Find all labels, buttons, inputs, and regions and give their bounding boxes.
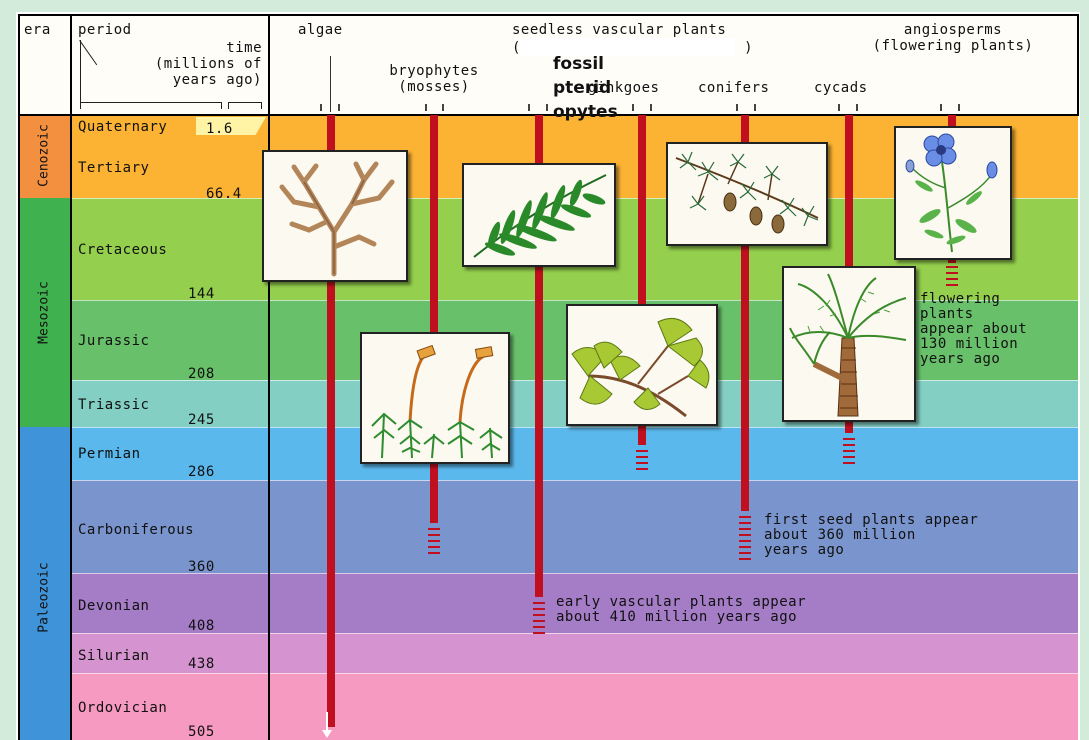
- header-seedless: seedless vascular plants: [512, 22, 726, 38]
- band-jurassic: [18, 300, 1078, 380]
- header-angiosperms: angiosperms (flowering plants): [846, 22, 1060, 54]
- header-era: era: [24, 22, 51, 38]
- time-silurian: 438: [188, 656, 215, 672]
- band-devonian: [18, 573, 1078, 633]
- period-carboniferous: Carboniferous: [78, 522, 194, 538]
- period-ordovician: Ordovician: [78, 700, 167, 716]
- fern-illustration: [462, 163, 616, 267]
- fossil-pteridophytes-label: fossil pterid opytes: [553, 52, 633, 124]
- right-border: [1080, 0, 1089, 740]
- note-early-vascular: early vascular plants appear about 410 m…: [556, 595, 806, 625]
- time-permian: 286: [188, 464, 215, 480]
- time-ordovician: 505: [188, 724, 215, 740]
- period-devonian: Devonian: [78, 598, 149, 614]
- header-conifers: conifers: [698, 80, 769, 96]
- top-border: [0, 0, 1089, 12]
- band-permian: [18, 427, 1078, 480]
- note-first-seed: first seed plants appear about 360 milli…: [764, 513, 978, 558]
- period-permian: Permian: [78, 446, 141, 462]
- time-triassic: 245: [188, 412, 215, 428]
- left-border: [0, 0, 16, 740]
- period-quaternary: Quaternary: [78, 119, 167, 135]
- period-cretaceous: Cretaceous: [78, 242, 167, 258]
- cycad-illustration: [782, 266, 916, 422]
- angiosperm-illustration: [894, 126, 1012, 260]
- bryophytes-illustration: [360, 332, 510, 464]
- band-ordovician: [18, 673, 1078, 740]
- era-paleozoic-label: Paleozoic: [37, 558, 52, 638]
- time-cretaceous: 144: [188, 286, 215, 302]
- time-quaternary: 1.6: [206, 121, 233, 137]
- period-tertiary: Tertiary: [78, 160, 149, 176]
- algae-illustration: [262, 150, 408, 282]
- period-triassic: Triassic: [78, 397, 149, 413]
- header-bryophytes: bryophytes (mosses): [366, 63, 502, 95]
- header-cycads: cycads: [814, 80, 868, 96]
- band-triassic: [18, 380, 1078, 427]
- era-cenozoic-label: Cenozoic: [37, 116, 52, 196]
- time-carboniferous: 360: [188, 559, 215, 575]
- time-tertiary: 66.4: [206, 186, 242, 202]
- note-flowering: flowering plants appear about 130 millio…: [920, 292, 1027, 367]
- era-mesozoic-label: Mesozoic: [37, 273, 52, 353]
- header-time: time (millions of years ago): [110, 40, 262, 88]
- time-devonian: 408: [188, 618, 215, 634]
- period-jurassic: Jurassic: [78, 333, 149, 349]
- ginkgo-illustration: [566, 304, 718, 426]
- conifer-illustration: [666, 142, 828, 246]
- band-silurian: [18, 633, 1078, 673]
- time-jurassic: 208: [188, 366, 215, 382]
- header-algae: algae: [298, 22, 343, 38]
- header-period: period: [78, 22, 132, 38]
- period-silurian: Silurian: [78, 648, 149, 664]
